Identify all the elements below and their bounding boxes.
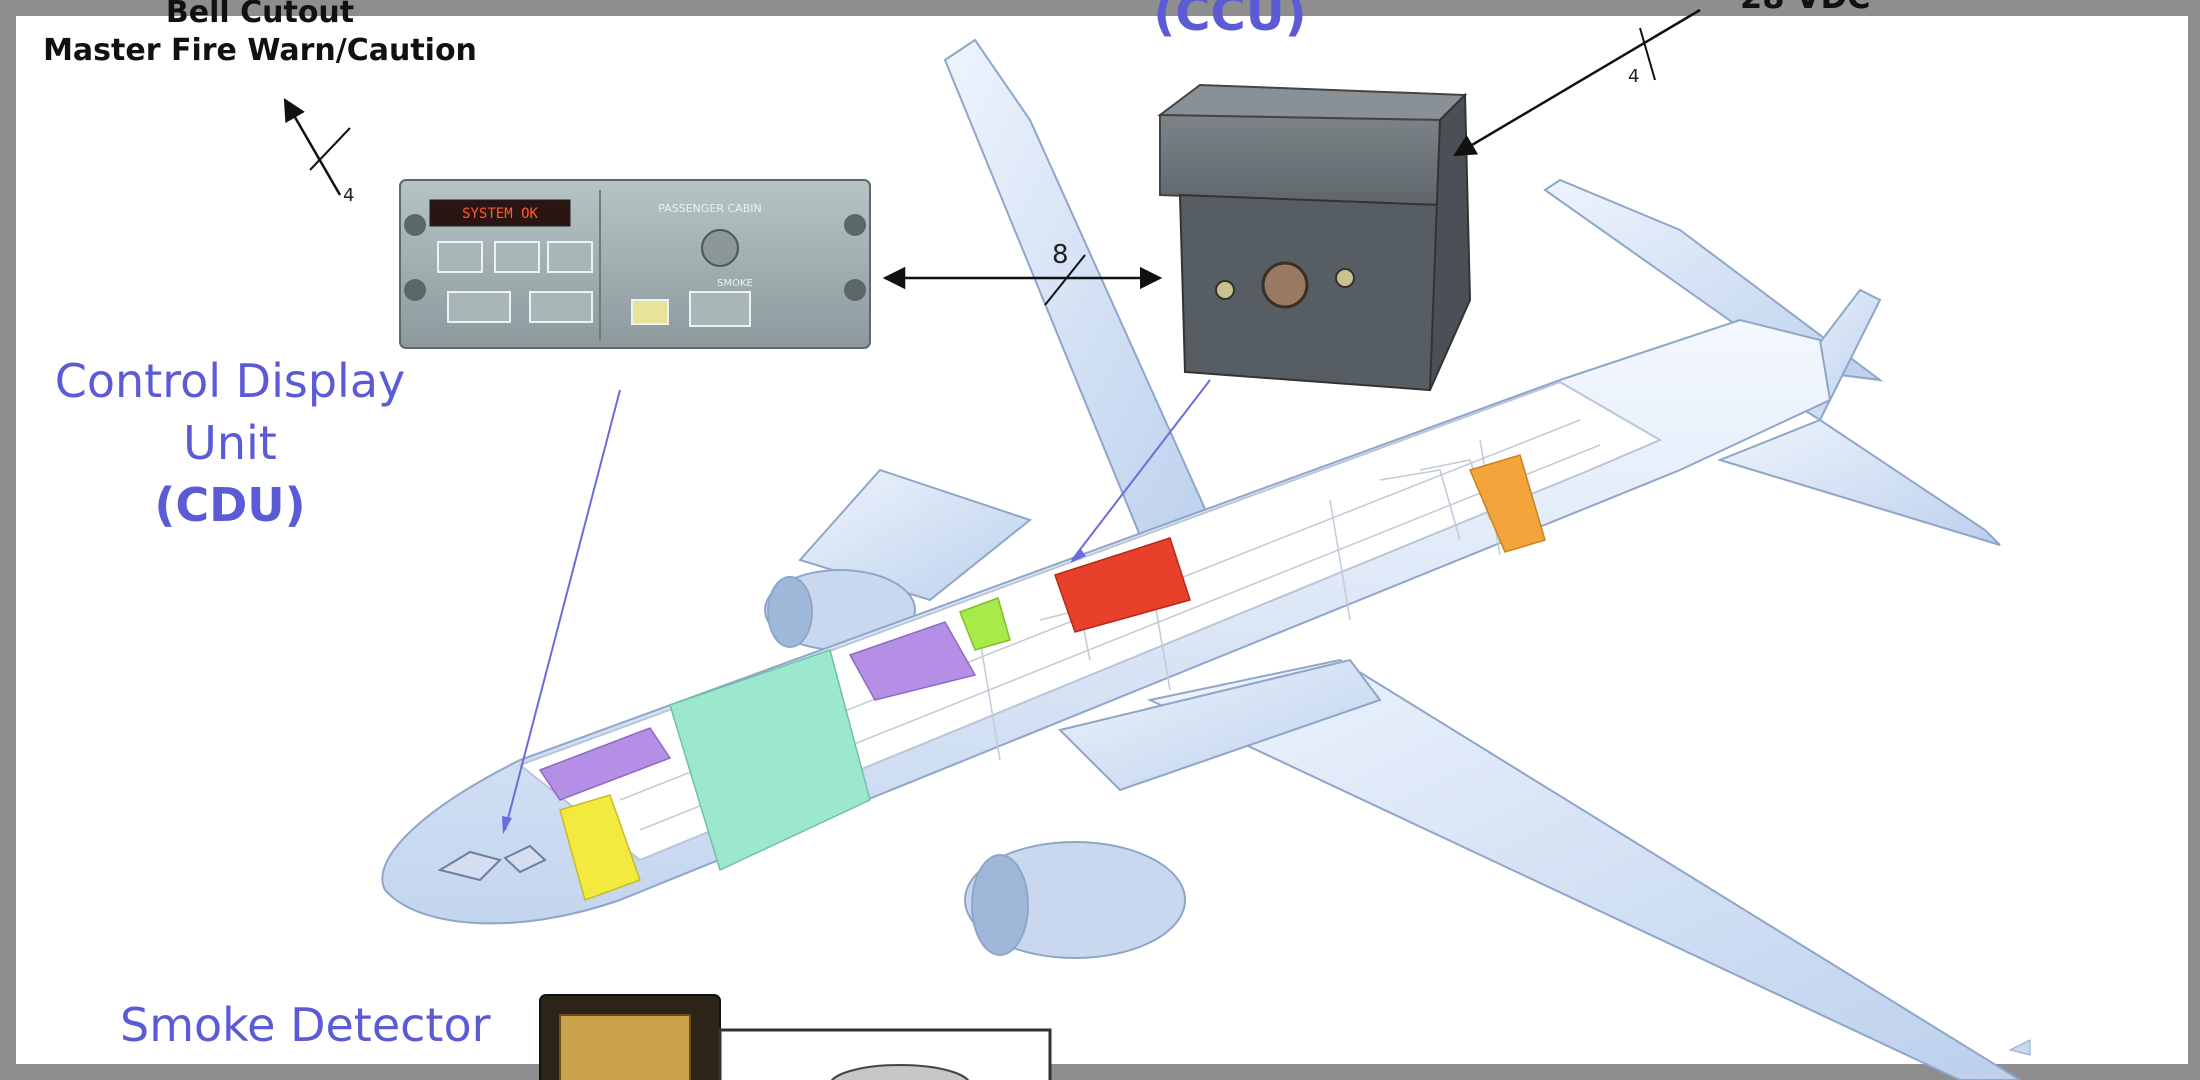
cdu-panel: SYSTEM OK PASSENGER CABIN SMOKE	[399, 179, 871, 349]
cdu-label: Control Display Unit (CDU)	[30, 350, 430, 536]
cdu-cabin-label: PASSENGER CABIN	[658, 202, 761, 215]
zone-purple-forward	[538, 727, 672, 801]
zone-green-small	[959, 597, 1011, 651]
cdu-leader-line	[504, 389, 621, 831]
zone-yellow-cockpit	[559, 794, 641, 901]
cdu-smoke-label: SMOKE	[717, 278, 753, 289]
zone-purple-mid	[848, 621, 977, 701]
lower-wing	[1146, 658, 2022, 1080]
ccu-leader-line	[1071, 379, 1211, 561]
smoke-detector-label: Smoke Detector	[120, 998, 491, 1052]
smoke-detector-unit	[539, 994, 1052, 1080]
cdu-output-bell-cutout: Bell Cutout	[165, 0, 355, 30]
cdu-output-arrow	[283, 98, 342, 196]
power-input-arrow	[1453, 8, 1701, 157]
ccu-box	[1157, 83, 1472, 392]
cdu-label-line1: Control Display	[54, 354, 406, 408]
cdu-output-master-warn: Master Fire Warn/Caution	[43, 33, 477, 68]
cdu-label-abbrev: (CDU)	[154, 478, 306, 532]
horizontal-stabilizer	[1716, 418, 2001, 546]
link-wire-count: 8	[1052, 240, 1069, 270]
cdu-display-text: SYSTEM OK	[462, 206, 538, 222]
ccu-power-label: 28 VDC	[1740, 0, 1940, 16]
cockpit-windows	[437, 844, 547, 882]
vertical-tail	[1543, 178, 1884, 382]
cdu-output-wire-count: 4	[343, 185, 355, 206]
zone-teal-galley	[669, 649, 871, 872]
cdu-label-line2: Unit	[183, 416, 277, 470]
ccu-abbrev: (CCU)	[1153, 0, 1307, 42]
ccu-power-wire-count: 4	[1628, 66, 1640, 87]
cdu-outputs-label: Bell Cutout Master Fire Warn/Caution	[40, 0, 480, 70]
zone-orange-aft	[1468, 454, 1546, 553]
zone-red-ccu	[1054, 537, 1191, 633]
